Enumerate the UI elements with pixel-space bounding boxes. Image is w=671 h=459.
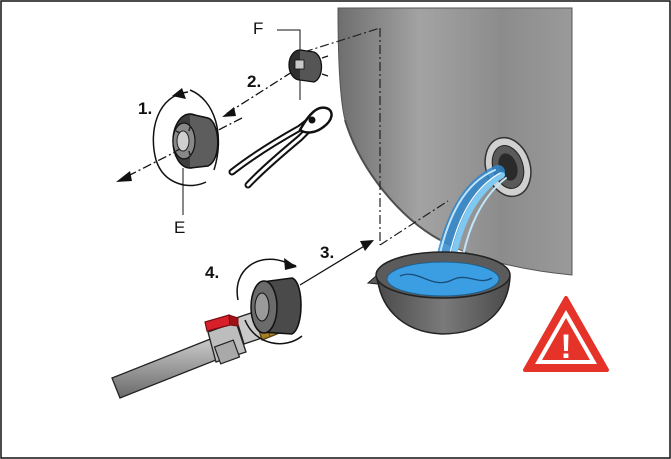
warning-triangle-icon: ! (523, 296, 609, 372)
guide-lines (303, 27, 449, 246)
step2-arrow (222, 71, 293, 117)
label-step2: 2. (247, 72, 261, 91)
collection-bowl (366, 251, 511, 335)
rotation-arrow-step4 (236, 258, 303, 345)
step1-arrow (116, 117, 243, 182)
pliers-icon (228, 106, 333, 189)
drain-hose (111, 335, 227, 399)
label-f: F (253, 19, 263, 38)
tank (337, 7, 573, 276)
rotation-arrow-step1 (152, 88, 220, 187)
label-step4: 4. (205, 263, 219, 282)
label-e: E (174, 218, 185, 237)
adapter-fitting (250, 277, 302, 335)
label-step3: 3. (320, 243, 334, 262)
step3-arrow (299, 240, 374, 286)
label-step1: 1. (138, 99, 152, 118)
leader-line-f (277, 29, 301, 50)
warning-glyph: ! (560, 328, 571, 366)
sealing-plug-f (288, 49, 329, 83)
drain-plug-e (172, 113, 219, 169)
